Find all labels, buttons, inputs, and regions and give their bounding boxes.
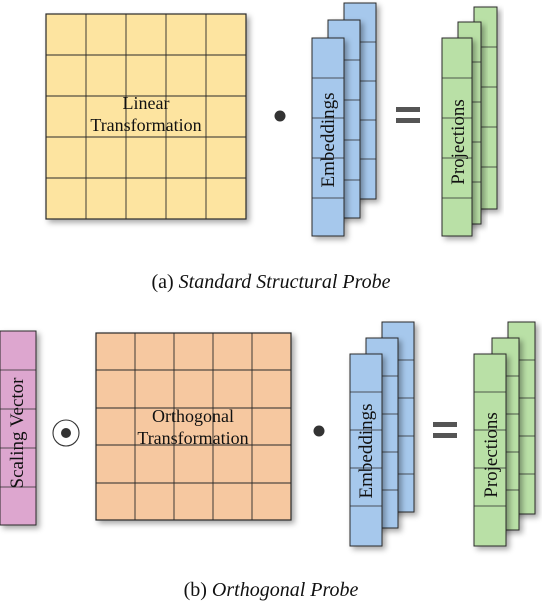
equals-sign-b [433,422,457,438]
projections-label-a: Projections [448,99,469,185]
orthogonal-transformation-matrix: Orthogonal Transformation [95,332,292,521]
caption-b-title: Orthogonal Probe [211,579,359,601]
projections-card-front-b [473,353,507,547]
caption-b-prefix: (b) [183,579,207,601]
projections-stack-a: Projections [441,6,498,237]
caption-a-title: Standard Structural Probe [178,271,391,293]
orthogonal-matrix-label-line2: Transformation [137,428,248,448]
linear-matrix-grid [46,14,246,219]
projections-card-front [441,37,473,237]
panel-b: Scaling Vector Orthogonal Transformation [0,321,536,547]
hadamard-operator [52,419,80,447]
caption-b: (b) Orthogonal Probe [0,580,542,600]
linear-matrix-body [45,13,247,220]
dot-operator-a [274,110,286,122]
caption-a-prefix: (a) [151,271,174,293]
linear-matrix-label-line1: Linear [123,93,170,113]
dot-operator-b [313,425,325,437]
embeddings-card-front [311,37,345,237]
embeddings-label-a: Embeddings [318,93,339,188]
embeddings-stack-b: Embeddings [349,321,415,547]
equals-sign-a [396,107,420,123]
embeddings-label-b: Embeddings [356,404,377,499]
scaling-vector: Scaling Vector [0,330,37,526]
orthogonal-matrix-label-line1: Orthogonal [152,406,234,426]
caption-a: (a) Standard Structural Probe [0,272,542,292]
projections-label-b: Projections [481,412,502,498]
embeddings-card-front-b [349,353,383,547]
projections-stack-b: Projections [473,321,536,547]
linear-matrix-label-line2: Transformation [90,115,201,135]
panel-a: Linear Transformation [45,2,498,237]
embeddings-stack-a: Embeddings [311,2,377,237]
scaling-vector-label: Scaling Vector [7,377,28,489]
linear-transformation-matrix: Linear Transformation [45,13,247,220]
